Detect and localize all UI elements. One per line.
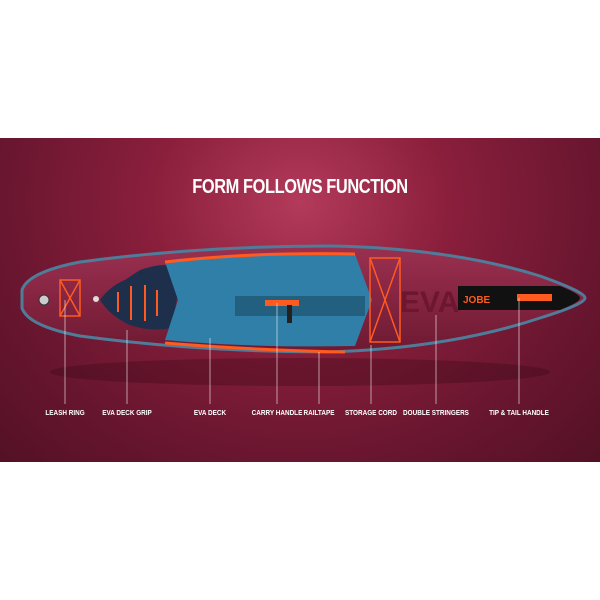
label-tip-tail-handle: TIP & TAIL HANDLE (489, 408, 549, 417)
label-eva-deck: EVA DECK (193, 408, 227, 417)
valve-icon (38, 294, 50, 306)
sup-board-diagram: EVA JOBE (20, 244, 587, 404)
label-storage-cord: STORAGE CORD (345, 408, 397, 417)
label-double-stringers: DOUBLE STRINGERS (403, 408, 469, 417)
railtape (164, 341, 346, 354)
callout-lines (64, 298, 520, 404)
carry-handle (265, 300, 299, 306)
label-railtape: RAILTAPE (303, 408, 335, 417)
leash-ring (93, 296, 99, 302)
tip-tail-handle (517, 294, 552, 301)
deck-center-panel (235, 296, 365, 316)
label-carry-handle: CARRY HANDLE (251, 408, 303, 417)
brand-logo: JOBE (463, 295, 491, 306)
board-shadow (50, 358, 550, 386)
board-print: EVA (400, 286, 459, 319)
label-eva-deck-grip: EVA DECK GRIP (102, 408, 152, 417)
nose-bungee (59, 279, 81, 317)
deck-grip-stripes (117, 285, 158, 321)
eva-deck-grip (100, 265, 178, 330)
storage-cord (369, 257, 401, 343)
railtape-top (164, 252, 356, 264)
headline: FORM FOLLOWS FUNCTION (192, 176, 408, 198)
label-leash-ring: LEASH RING (45, 408, 85, 417)
